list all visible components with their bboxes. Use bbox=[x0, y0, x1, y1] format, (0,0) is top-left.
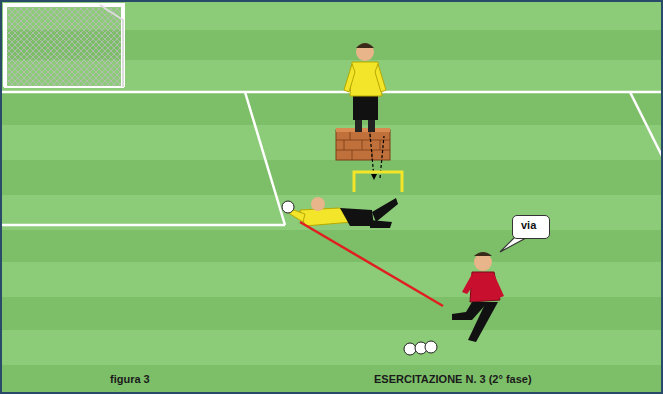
bubble-text: via bbox=[521, 219, 541, 231]
figure-caption: figura 3 bbox=[110, 373, 150, 385]
speech-bubble: via bbox=[512, 215, 550, 239]
exercise-title: ESERCITAZIONE N. 3 (2° fase) bbox=[374, 373, 532, 385]
